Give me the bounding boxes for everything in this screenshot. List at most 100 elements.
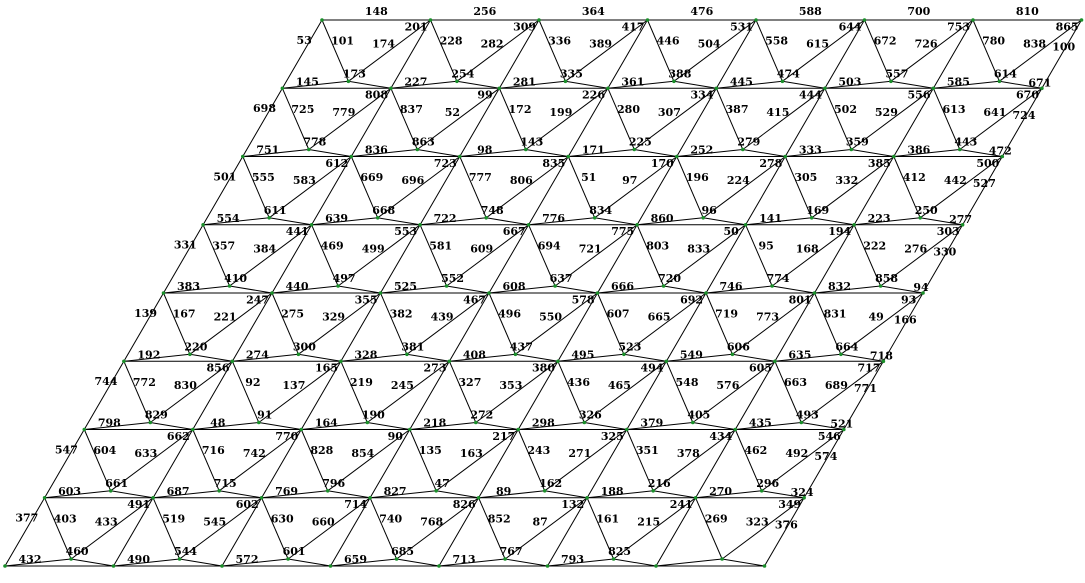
member-label: 441 xyxy=(286,225,309,238)
member-label: 222 xyxy=(863,239,886,252)
member-label: 798 xyxy=(98,417,121,430)
member-label: 770 xyxy=(275,430,298,443)
member-label: 574 xyxy=(814,450,837,463)
member-label: 385 xyxy=(868,157,891,170)
member-label: 280 xyxy=(617,103,640,116)
web-diagonal xyxy=(677,157,703,218)
member-label: 641 xyxy=(983,106,1006,119)
member-label: 774 xyxy=(767,272,790,285)
member-label: 780 xyxy=(982,35,1005,48)
web-diagonal xyxy=(232,361,258,422)
member-label: 241 xyxy=(670,498,693,511)
member-label: 305 xyxy=(794,171,817,184)
member-label: 52 xyxy=(445,106,460,119)
web-diagonal xyxy=(457,81,500,88)
member-label: 243 xyxy=(527,444,550,457)
web-diagonal xyxy=(891,81,934,88)
member-label: 405 xyxy=(687,409,710,422)
member-label: 602 xyxy=(236,498,259,511)
member-label: 445 xyxy=(730,75,753,88)
grid-node xyxy=(339,360,343,364)
member-label: 48 xyxy=(210,417,226,430)
web-diagonal xyxy=(338,286,380,293)
web-diagonal xyxy=(782,81,825,88)
grid-node xyxy=(350,155,354,159)
grid-node xyxy=(654,564,658,568)
member-label: 529 xyxy=(875,106,898,119)
web-diagonal xyxy=(193,423,259,430)
member-label: 546 xyxy=(818,430,841,443)
member-label: 585 xyxy=(947,75,970,88)
member-label: 835 xyxy=(542,157,565,170)
member-label: 497 xyxy=(333,272,356,285)
member-label: 173 xyxy=(343,67,366,80)
member-label: 614 xyxy=(994,67,1017,80)
member-label: 132 xyxy=(561,498,584,511)
web-diagonal xyxy=(417,150,460,157)
member-label: 503 xyxy=(838,75,861,88)
web-diagonal xyxy=(505,559,547,566)
member-label: 856 xyxy=(207,362,230,375)
member-label: 199 xyxy=(549,106,572,119)
member-label: 379 xyxy=(640,417,663,430)
member-label: 660 xyxy=(312,515,335,528)
member-label: 858 xyxy=(875,272,898,285)
member-label: 275 xyxy=(281,308,304,321)
grid-node xyxy=(694,496,698,500)
grid-node xyxy=(151,496,155,500)
member-label: 768 xyxy=(420,515,443,528)
member-label: 271 xyxy=(568,447,591,460)
member-label: 609 xyxy=(470,242,493,255)
member-label: 161 xyxy=(596,512,619,525)
member-label: 331 xyxy=(174,239,197,252)
member-label: 726 xyxy=(915,38,938,51)
grid-node xyxy=(379,291,383,295)
member-label: 164 xyxy=(315,417,338,430)
member-label: 389 xyxy=(589,38,612,51)
member-label: 87 xyxy=(533,515,548,528)
web-diagonal xyxy=(703,218,745,225)
member-label: 228 xyxy=(440,35,463,48)
member-label: 330 xyxy=(933,246,956,259)
member-label: 227 xyxy=(404,75,427,88)
member-label: 808 xyxy=(365,89,388,102)
member-label: 408 xyxy=(463,348,486,361)
grid-node xyxy=(458,155,462,159)
member-label: 525 xyxy=(394,280,417,293)
member-label: 353 xyxy=(499,379,522,392)
member-label: 351 xyxy=(636,444,659,457)
member-label: 282 xyxy=(481,38,504,51)
member-label: 303 xyxy=(937,225,960,238)
member-label: 772 xyxy=(133,376,156,389)
grid-node xyxy=(754,18,758,22)
member-label: 694 xyxy=(538,239,561,252)
web-diagonal xyxy=(219,491,261,498)
member-label: 860 xyxy=(651,212,674,225)
member-label: 633 xyxy=(134,447,157,460)
member-label: 521 xyxy=(830,418,853,431)
member-label: 830 xyxy=(174,379,197,392)
web-diagonal xyxy=(653,491,695,498)
member-label: 637 xyxy=(550,272,573,285)
member-label: 460 xyxy=(66,545,89,558)
member-label: 491 xyxy=(127,498,150,511)
member-label: 349 xyxy=(778,498,801,511)
member-label: 555 xyxy=(252,171,275,184)
member-label: 773 xyxy=(756,311,779,324)
member-label: 531 xyxy=(730,20,753,33)
member-label: 603 xyxy=(58,485,81,498)
web-diagonal xyxy=(526,150,569,157)
member-label: 442 xyxy=(944,174,967,187)
grid-node xyxy=(300,428,304,432)
grid-node xyxy=(83,428,87,432)
member-label: 583 xyxy=(293,174,316,187)
member-label: 225 xyxy=(629,136,652,149)
web-diagonal xyxy=(656,559,722,566)
member-label: 329 xyxy=(322,311,345,324)
member-label: 615 xyxy=(806,38,829,51)
web-diagonal xyxy=(71,559,113,566)
web-diagonal xyxy=(288,559,330,566)
member-label: 826 xyxy=(453,498,476,511)
member-label: 825 xyxy=(608,545,631,558)
member-label: 725 xyxy=(291,103,314,116)
